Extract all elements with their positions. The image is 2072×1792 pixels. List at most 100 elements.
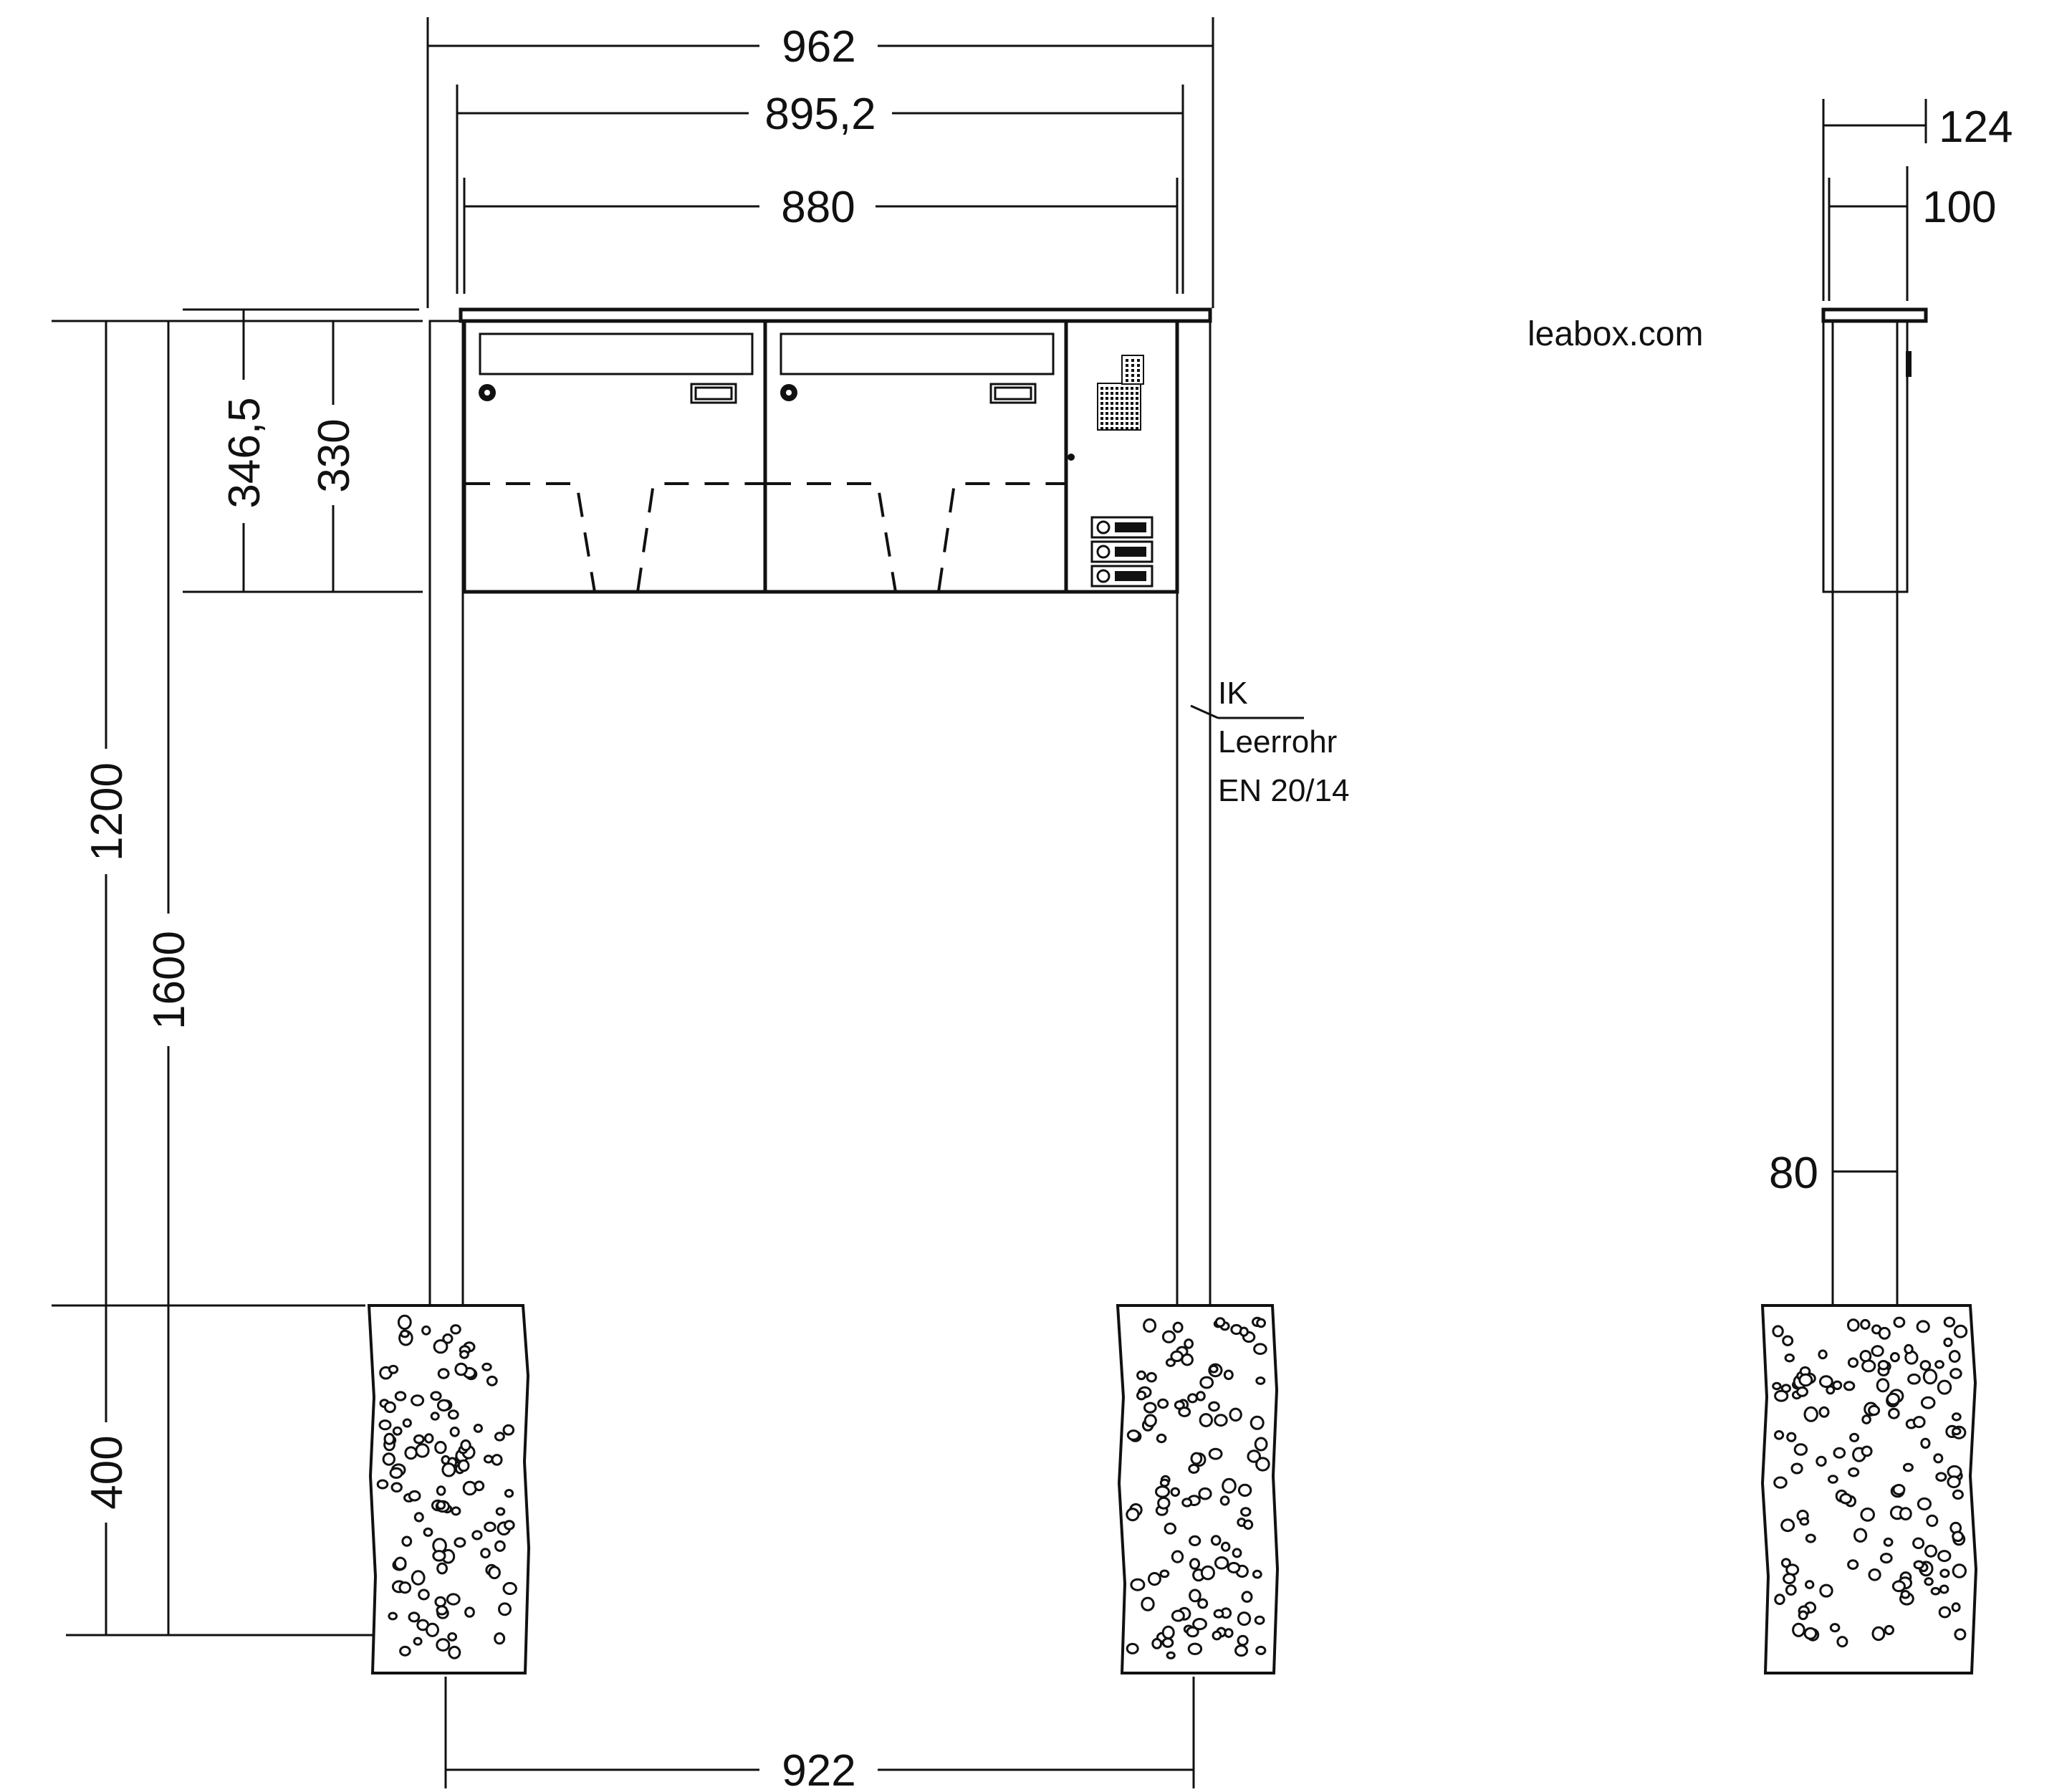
pebble	[1900, 1590, 1911, 1599]
pebble	[504, 1520, 515, 1530]
name-plate	[989, 383, 1037, 404]
pebble	[1155, 1485, 1170, 1498]
door-hinge	[1068, 454, 1075, 461]
width-dimensions	[426, 17, 1214, 308]
pebble	[1159, 1478, 1170, 1487]
pebble	[1783, 1573, 1796, 1585]
pebble	[1912, 1416, 1926, 1429]
doorbell-buttons	[1090, 516, 1153, 588]
pebble	[1126, 1642, 1139, 1654]
dim-total-height: 1600	[145, 931, 194, 1030]
pebble	[1819, 1375, 1833, 1389]
pebble	[1848, 1467, 1860, 1477]
pebble	[1934, 1360, 1944, 1369]
pebble	[451, 1506, 461, 1516]
pebble	[1805, 1533, 1816, 1543]
pebble	[1868, 1404, 1881, 1417]
pebble	[423, 1433, 434, 1444]
pebble	[383, 1432, 395, 1445]
pebble	[502, 1581, 517, 1596]
dim-box-width: 880	[781, 183, 855, 232]
pebble	[411, 1394, 425, 1407]
pebble	[459, 1350, 469, 1359]
speaker-dot	[1121, 422, 1123, 425]
pebble	[1240, 1507, 1252, 1517]
speaker-dot	[1131, 359, 1134, 362]
pebble	[1255, 1457, 1270, 1472]
pebble	[1782, 1335, 1794, 1346]
pebble	[1208, 1447, 1223, 1460]
speaker-dot	[1100, 387, 1103, 390]
speaker-dot	[1121, 417, 1123, 420]
pebble	[1861, 1359, 1876, 1373]
brand-label: leabox.com	[1527, 315, 1703, 353]
pebble	[442, 1333, 454, 1344]
concrete-pebbles	[376, 1314, 517, 1659]
pebble	[1937, 1550, 1952, 1563]
pebble	[383, 1401, 396, 1414]
mail-slot	[479, 332, 754, 375]
pebble	[1208, 1401, 1220, 1412]
pebble	[1198, 1487, 1212, 1500]
pebble	[1143, 1414, 1157, 1427]
bell-button-2	[1090, 540, 1153, 563]
pebble	[460, 1439, 471, 1452]
post-right	[1176, 320, 1212, 1308]
annotation-line1: IK	[1218, 676, 1248, 711]
speaker-dot	[1116, 417, 1118, 420]
dim-roof-height: 346,5	[220, 397, 269, 508]
speaker-dot	[1131, 374, 1134, 377]
pebble	[1170, 1487, 1181, 1498]
pebble	[1143, 1318, 1157, 1333]
pebble	[1227, 1561, 1241, 1573]
speaker-dot	[1136, 422, 1138, 425]
pebble	[1165, 1358, 1176, 1367]
pebble	[1143, 1402, 1157, 1414]
speaker-dot	[1121, 407, 1123, 410]
pebble	[436, 1399, 451, 1412]
pebble	[471, 1530, 483, 1541]
pebble	[401, 1535, 413, 1547]
speaker-dot	[1131, 397, 1133, 400]
pebble	[402, 1418, 412, 1428]
speaker-dot	[1111, 422, 1113, 425]
pebble	[498, 1602, 512, 1616]
pebble	[1876, 1378, 1890, 1393]
pebble	[1878, 1326, 1891, 1340]
pebble	[1796, 1386, 1808, 1397]
pebble	[1254, 1615, 1265, 1625]
pebble	[1798, 1373, 1813, 1387]
mailbox-compartment-2	[780, 332, 1055, 404]
pebble	[502, 1424, 515, 1436]
speaker-dot	[1100, 422, 1103, 425]
pebble	[457, 1459, 470, 1472]
pebble	[1774, 1389, 1789, 1402]
speaker-dot	[1126, 359, 1128, 362]
speaker-dot	[1126, 369, 1128, 372]
pebble	[1156, 1433, 1167, 1444]
pebble	[1836, 1636, 1848, 1648]
speaker-dot	[1126, 379, 1128, 382]
pebble	[1255, 1645, 1267, 1655]
pebble	[1187, 1393, 1198, 1404]
pebble	[1772, 1381, 1782, 1391]
pebble	[1790, 1462, 1803, 1475]
pebble	[1893, 1316, 1906, 1328]
pebble	[382, 1452, 395, 1466]
speaker-dot	[1100, 427, 1103, 430]
speaker-dot	[1100, 417, 1103, 420]
concrete-foundation-side	[1760, 1304, 1978, 1674]
speaker-dot	[1121, 402, 1123, 405]
pebble	[1219, 1495, 1230, 1506]
pebble	[447, 1632, 458, 1642]
pebble	[1157, 1496, 1171, 1510]
pebble	[388, 1611, 398, 1621]
pebble	[1886, 1392, 1900, 1406]
speaker-dot	[1111, 392, 1113, 395]
pebble	[1916, 1320, 1930, 1333]
speaker-dot	[1131, 422, 1133, 425]
pebble	[1871, 1626, 1886, 1642]
speaker-dot	[1136, 402, 1138, 405]
pebble	[1803, 1406, 1818, 1422]
